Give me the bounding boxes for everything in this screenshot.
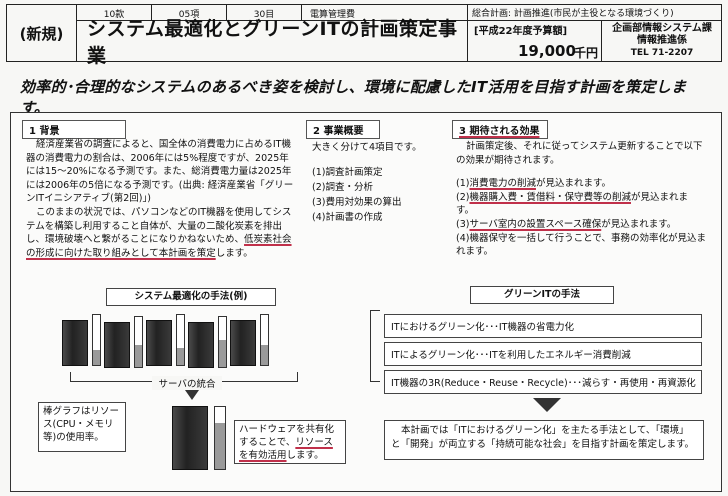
effect-1-underline: 消費電力の削減 (469, 178, 536, 190)
effect-2-end: が見込まれます。 (456, 191, 688, 217)
background-text: 経済産業省の調査によると、国全体の消費電力に占めるIT機器の消費電力の割合は、2… (26, 138, 298, 260)
green-it-connector (370, 310, 380, 382)
effects-title-text: 3 期待される効果 (459, 126, 540, 137)
overview-intro: 大きく分けて4項目です。 (312, 142, 422, 153)
green-it-arrow (533, 398, 561, 412)
budget-label: [平成22年度予算額] (474, 26, 568, 37)
effect-item-3: (3)サーバ室内の設置スペース確保が見込まれます。 (456, 218, 706, 232)
server-icon (230, 320, 256, 366)
effect-1-num: (1) (456, 178, 470, 190)
integration-arrow (185, 390, 199, 400)
effect-item-2: (2)機器購入費・賃借料・保守費等の削減が見込まれます。 (456, 191, 706, 218)
server-usage-bar (92, 314, 101, 366)
server-usage-fill (219, 339, 226, 367)
new-tag: (新規) (7, 5, 77, 61)
server-usage-fill (93, 350, 100, 365)
overview-list: 大きく分けて4項目です。 (1)調査計画策定 (2)調査・分析 (3)費用対効果… (312, 140, 442, 225)
share-note-end: します。 (286, 450, 324, 461)
green-it-title: グリーンITの手法 (470, 286, 614, 304)
server-icon (146, 320, 172, 366)
green-it-method-2: ITによるグリーン化･･･ITを利用したエネルギー消費削減 (384, 342, 702, 366)
integration-label: サーバの統合 (152, 376, 222, 390)
telephone: TEL 71-2207 (630, 48, 694, 58)
share-note-text: ハードウェアを共有化することで、 (239, 424, 335, 448)
header-right: 総合計画: 計画推進(市民が主役となる環境づくり) [平成22年度予算額] 19… (467, 5, 722, 61)
budget-unit: 千円 (574, 46, 599, 60)
green-it-method-1: ITにおけるグリーン化･･･IT機器の省電力化 (384, 314, 702, 338)
header: (新規) 10款 05項 30目 電算管理費 システム最適化とグリーンITの計画… (6, 4, 722, 67)
effect-2-num: (2) (456, 191, 470, 203)
background-title: 1 背景 (22, 120, 126, 139)
green-it-summary: 本計画では「ITにおけるグリーン化」を主たる手法として、「環境」と「開発」が両立… (384, 420, 704, 460)
department-name: 企画部情報システム課 (612, 23, 712, 34)
background-paragraph-2: このままの状況では、パソコンなどのIT機器を使用してシステムを構築し利用すること… (26, 206, 298, 260)
budget-code-kan: 10款 (77, 5, 152, 21)
server-usage-bar (176, 314, 185, 366)
effect-3-end: が見込まれます。 (601, 218, 677, 230)
overview-item-2: (2)調査・分析 (312, 182, 373, 193)
budget-code-row: 10款 05項 30目 電算管理費 (77, 5, 467, 21)
budget-code-name: 電算管理費 (310, 9, 356, 20)
server-icon (188, 322, 214, 368)
server-usage-fill (177, 347, 184, 365)
integrated-usage-bar (214, 406, 226, 470)
effect-item-1: (1)消費電力の削減が見込まれます。 (456, 177, 706, 191)
server-usage-bar (218, 316, 227, 368)
effect-item-4: (4)機器保守を一括して行うことで、事務の効率化が見込まれます。 (456, 232, 707, 258)
overview-item-3: (3)費用対効果の算出 (312, 197, 402, 208)
budget-code-moku: 30目 (227, 5, 302, 21)
background-p2-end: します。 (215, 247, 253, 259)
budget-code-kou: 05項 (152, 5, 227, 21)
comprehensive-plan: 総合計画: 計画推進(市民が主役となる環境づくり) (468, 5, 722, 21)
overview-item-1: (1)調査計画策定 (312, 167, 383, 178)
background-paragraph-1: 経済産業省の調査によると、国全体の消費電力に占めるIT機器の消費電力の割合は、2… (26, 139, 294, 205)
bar-note-box: 棒グラフはリソース(CPU・メモリ等)の使用率。 (38, 402, 126, 452)
effect-3-num: (3) (456, 218, 470, 230)
overview-item-4: (4)計画書の作成 (312, 212, 383, 223)
overview-title: 2 事業概要 (306, 120, 380, 139)
background-p2-text: このままの状況では、パソコンなどのIT機器を使用してシステムを構築し利用すること… (26, 206, 292, 246)
integrated-server-icon (172, 406, 208, 470)
effects-text: 計画策定後、それに従ってシステム更新することで以下の効果が期待されます。 (1)… (456, 140, 706, 259)
server-usage-bar (134, 316, 143, 368)
effects-title: 3 期待される効果 (452, 120, 548, 139)
green-it-method-3: IT機器の3R(Reduce・Reuse・Recycle)･･･減らす・再使用・… (384, 370, 702, 394)
effects-intro: 計画策定後、それに従ってシステム更新することで以下の効果が期待されます。 (456, 141, 703, 166)
department: 企画部情報システム課 情報推進係 TEL 71-2207 (602, 21, 722, 61)
server-icon (104, 322, 130, 368)
section-name: 情報推進係 (637, 35, 687, 46)
server-usage-fill (261, 345, 268, 365)
effect-2-underline: 機器購入費・賃借料・保守費等の削減 (469, 191, 631, 203)
server-usage-fill (135, 344, 142, 367)
optimization-title: システム最適化の手法(例) (106, 288, 276, 306)
background-p2-underline: 低炭素社会の形成に向けた取り組みとして本計画を策定 (26, 234, 292, 259)
effect-3-underline: サーバ室内の設置スペース確保 (469, 218, 602, 230)
effect-1-end: が見込まれます。 (535, 178, 612, 190)
integrated-usage-fill (215, 422, 225, 469)
server-usage-bar (260, 314, 269, 366)
budget-value: 19,000 (518, 42, 576, 60)
share-note-underline: リソースを有効活用 (239, 437, 333, 461)
share-note-box: ハードウェアを共有化することで、リソースを有効活用します。 (234, 420, 346, 464)
server-icon (62, 320, 88, 366)
budget-box: [平成22年度予算額] 19,000 千円 (468, 21, 602, 61)
page-title: システム最適化とグリーンITの計画策定事業 (87, 18, 458, 67)
